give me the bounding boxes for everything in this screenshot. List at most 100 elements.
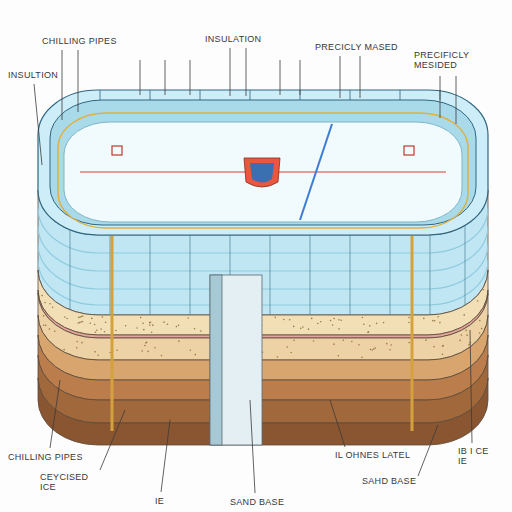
soil-layer	[38, 335, 488, 400]
sand-dot	[283, 319, 285, 321]
chilling-pipe	[111, 231, 114, 431]
leader-line	[300, 60, 301, 95]
sand-dot	[154, 347, 156, 349]
sand-dot	[333, 318, 335, 320]
sand-dot	[140, 317, 142, 319]
sand-dot	[290, 352, 292, 354]
leader-line	[100, 410, 125, 470]
panel-line	[150, 235, 151, 315]
sand-dot	[76, 347, 78, 349]
sand-dot	[338, 328, 340, 330]
ice-surface	[64, 122, 462, 222]
sand-dot	[91, 318, 93, 320]
sand-dot	[311, 318, 313, 320]
sand-dot	[293, 326, 295, 328]
leader-line	[34, 84, 42, 165]
sand-dot	[95, 331, 97, 333]
sand-dot	[41, 295, 43, 297]
sand-dot	[97, 355, 99, 357]
sand-dot	[425, 339, 427, 341]
sand-dot	[481, 328, 483, 330]
sand-dot	[125, 325, 127, 327]
sand-dot	[163, 321, 165, 323]
sand-dot	[363, 323, 365, 325]
leader-line	[470, 330, 472, 443]
sand-dot	[376, 323, 378, 325]
sand-dot	[76, 341, 78, 343]
goal	[404, 146, 414, 155]
sand-dot	[100, 328, 102, 330]
panel-line	[110, 235, 111, 315]
sand-dot	[147, 351, 149, 353]
sand-dot	[80, 321, 82, 323]
logo-shield	[244, 158, 280, 187]
outer-rim	[38, 90, 488, 235]
glass-post	[350, 90, 351, 100]
sand-dot	[442, 345, 444, 347]
rail-line	[58, 113, 468, 228]
callout-label: INSULATION	[205, 34, 261, 44]
sand-dot	[389, 349, 391, 351]
sand-dot	[49, 303, 51, 305]
callout-label: IE	[155, 496, 164, 506]
callout-label: CHILLING PIPES	[8, 452, 83, 462]
sand-dot	[149, 324, 151, 326]
sand-dot	[81, 316, 83, 318]
sand-dot	[358, 344, 360, 346]
callout-label: SAND BASE	[230, 497, 284, 507]
sand-dot	[144, 345, 146, 347]
sand-dot	[52, 306, 54, 308]
sand-dot	[142, 322, 144, 324]
sand-dot	[44, 302, 46, 304]
chilling-pipe	[411, 231, 414, 431]
sand-dot	[330, 320, 332, 322]
glass-post	[400, 90, 401, 100]
leader-line	[330, 400, 345, 447]
sand-dot	[136, 327, 138, 329]
sand-dot	[45, 324, 47, 326]
sand-dot	[368, 331, 370, 333]
sand-dot	[81, 342, 83, 344]
soil-layer	[38, 378, 488, 445]
leader-line	[246, 48, 247, 96]
sand-dot	[194, 328, 196, 330]
panel-line	[190, 235, 191, 315]
sand-dot	[338, 319, 340, 321]
sand-dot	[351, 341, 353, 343]
sand-dot	[313, 340, 315, 342]
inner-rim	[50, 100, 476, 225]
leader-line	[340, 56, 341, 98]
sand-dot	[479, 332, 481, 334]
leader-line	[456, 76, 457, 124]
blue-line	[300, 124, 332, 220]
leader-line	[360, 56, 361, 98]
sand-dot	[116, 350, 118, 352]
sand-dot	[461, 334, 463, 336]
sand-dot	[479, 320, 481, 322]
sand-dot	[483, 289, 485, 291]
glass-post	[100, 90, 101, 100]
sand-dot	[423, 318, 425, 320]
sand-dot	[274, 317, 276, 319]
leader-line	[418, 425, 438, 476]
sand-dot	[459, 340, 461, 342]
sand-dot	[190, 349, 192, 351]
sand-dot	[187, 317, 189, 319]
sand-dot	[79, 316, 81, 318]
leader-line	[62, 50, 63, 120]
sand-dot	[66, 318, 68, 320]
callout-label: PRECIFICLY MESIDED	[414, 50, 504, 70]
panel-line	[430, 235, 431, 315]
sand-dot	[43, 324, 45, 326]
sand-dot	[320, 321, 322, 323]
sand-dot	[151, 331, 153, 333]
sand-dot	[105, 321, 107, 323]
sand-dot	[439, 322, 441, 324]
panel-line	[70, 230, 71, 310]
callout-label: INSULTION	[8, 70, 58, 80]
sand-dot	[383, 322, 385, 324]
glass-stripe	[38, 260, 488, 305]
sand-dot	[302, 326, 304, 328]
